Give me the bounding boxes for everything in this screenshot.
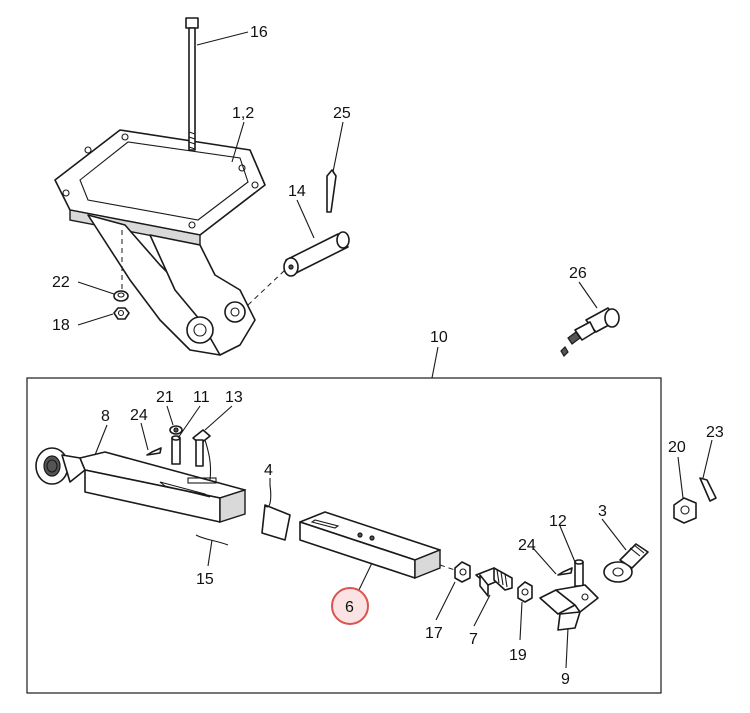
callout-1-2[interactable]: 1,2: [232, 105, 254, 122]
split-pin-23: [699, 477, 717, 502]
callout-26[interactable]: 26: [569, 265, 587, 282]
callout-15[interactable]: 15: [196, 571, 214, 588]
highlight-circle: [331, 587, 369, 625]
pin-11: [171, 435, 181, 465]
callout-3[interactable]: 3: [598, 503, 607, 520]
nut-19: [517, 581, 533, 603]
callout-22[interactable]: 22: [52, 274, 70, 291]
split-pin-24-right: [557, 567, 573, 576]
split-pin-24-left: [146, 447, 162, 456]
bolt-16: [185, 17, 199, 151]
callout-17[interactable]: 17: [425, 625, 443, 642]
nut-20: [673, 497, 697, 524]
callout-7[interactable]: 7: [469, 631, 478, 648]
nut-17: [454, 561, 471, 583]
washer-21: [169, 425, 183, 435]
nut-18: [113, 307, 130, 320]
tube-6: [299, 511, 441, 580]
callout-23[interactable]: 23: [706, 424, 724, 441]
chain-pin-13: [192, 429, 212, 481]
callout-25[interactable]: 25: [333, 105, 351, 122]
callout-18[interactable]: 18: [52, 317, 70, 334]
callout-9[interactable]: 9: [561, 671, 570, 688]
stud-7: [475, 567, 513, 597]
split-pin-25: [326, 169, 337, 213]
outer-tube-8: [35, 447, 246, 523]
swivel-3: [603, 543, 649, 583]
washer-22: [113, 290, 129, 302]
callout-13[interactable]: 13: [225, 389, 243, 406]
callout-12[interactable]: 12: [549, 513, 567, 530]
bracket-part: [54, 129, 266, 356]
clip-15: [195, 534, 229, 546]
clevis-9: [539, 584, 599, 631]
callout-4[interactable]: 4: [264, 462, 273, 479]
assembly-box: [26, 377, 662, 694]
callout-24-right[interactable]: 24: [518, 537, 536, 554]
callout-6[interactable]: 6: [345, 599, 354, 616]
callout-21[interactable]: 21: [156, 389, 174, 406]
inner-bar-4: [261, 484, 291, 541]
callout-11[interactable]: 11: [193, 389, 210, 406]
callout-16[interactable]: 16: [250, 24, 268, 41]
callout-24-left[interactable]: 24: [130, 407, 148, 424]
pin-14: [283, 231, 350, 277]
fitting-26: [560, 307, 620, 357]
callout-14[interactable]: 14: [288, 183, 306, 200]
callout-20[interactable]: 20: [668, 439, 686, 456]
pin-12: [574, 559, 584, 587]
callout-8[interactable]: 8: [101, 408, 110, 425]
callout-10[interactable]: 10: [430, 329, 448, 346]
callout-19[interactable]: 19: [509, 647, 527, 664]
callout-labels: 16 1,2 25 14 22 18 26 10 8 24 21 11 13 4…: [52, 24, 724, 688]
leader-lines: [77, 31, 713, 669]
